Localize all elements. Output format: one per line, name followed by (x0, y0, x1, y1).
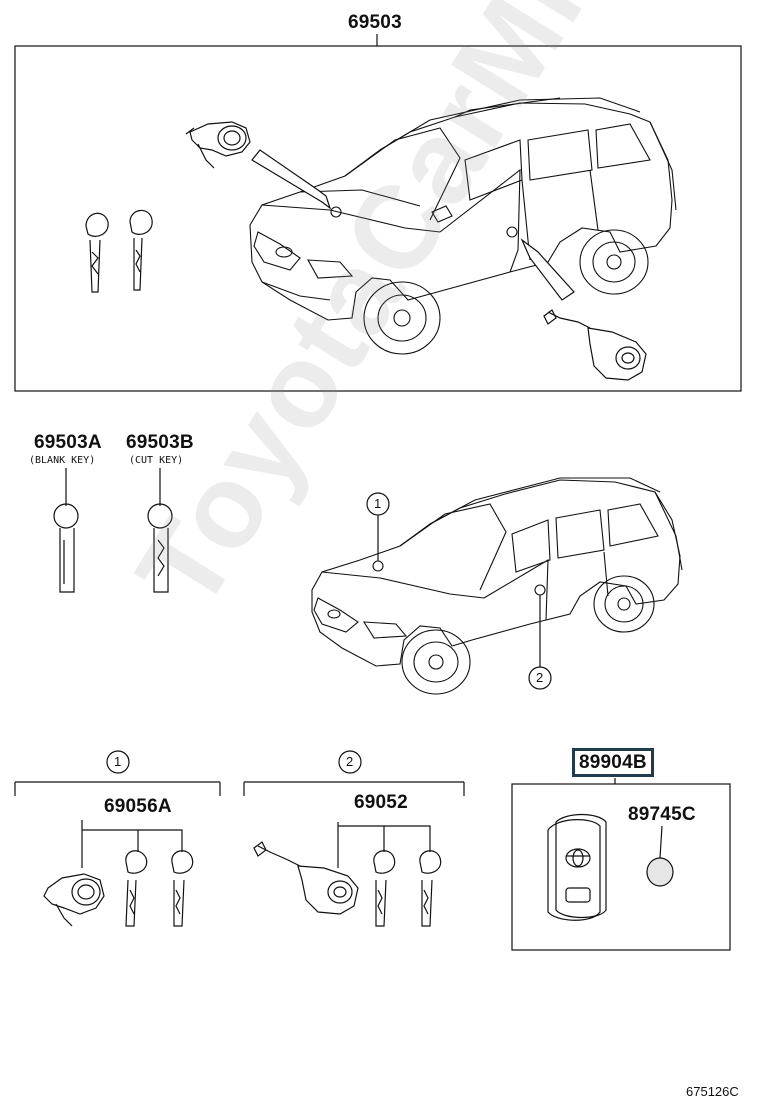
part-number-69052[interactable]: 69052 (354, 792, 408, 813)
keys-top (85, 209, 153, 293)
group-bracket-2 (243, 750, 465, 796)
callout-label-2-middle: 2 (536, 670, 544, 685)
ignition-cylinder-top (543, 309, 647, 381)
group-label-2: 2 (346, 754, 354, 769)
transmitter-frame (511, 778, 731, 951)
part-number-69503b[interactable]: 69503B (126, 432, 194, 453)
blank-key-illustration (53, 468, 79, 593)
vehicle-illustration-top (249, 97, 677, 355)
callout-label-1-middle: 1 (374, 496, 382, 511)
part-number-89904b-highlighted[interactable]: 89904B (572, 748, 654, 777)
part-number-89745c[interactable]: 89745C (628, 804, 696, 825)
group-bracket-1 (14, 750, 221, 796)
door-lock-cylinder-top (185, 121, 251, 169)
part-number-69503[interactable]: 69503 (348, 12, 402, 33)
blank-key-note: (BLANK KEY) (29, 455, 96, 466)
group-label-1: 1 (114, 754, 122, 769)
vehicle-illustration-middle (311, 477, 683, 695)
transmitter-illustration (547, 813, 607, 921)
battery-illustration (646, 825, 674, 887)
diagram-reference-code: 675126C (686, 1084, 739, 1099)
cut-key-note: (CUT KEY) (129, 455, 184, 466)
door-cylinder-set-illustration (43, 820, 194, 927)
top-assembly-frame (14, 34, 742, 392)
part-number-69056a[interactable]: 69056A (104, 796, 172, 817)
pointer-arrows-top (251, 149, 575, 301)
callout-leaders-middle (366, 492, 552, 690)
part-number-69503a[interactable]: 69503A (34, 432, 102, 453)
ignition-cylinder-set-illustration (253, 822, 442, 927)
cut-key-illustration (147, 468, 173, 593)
